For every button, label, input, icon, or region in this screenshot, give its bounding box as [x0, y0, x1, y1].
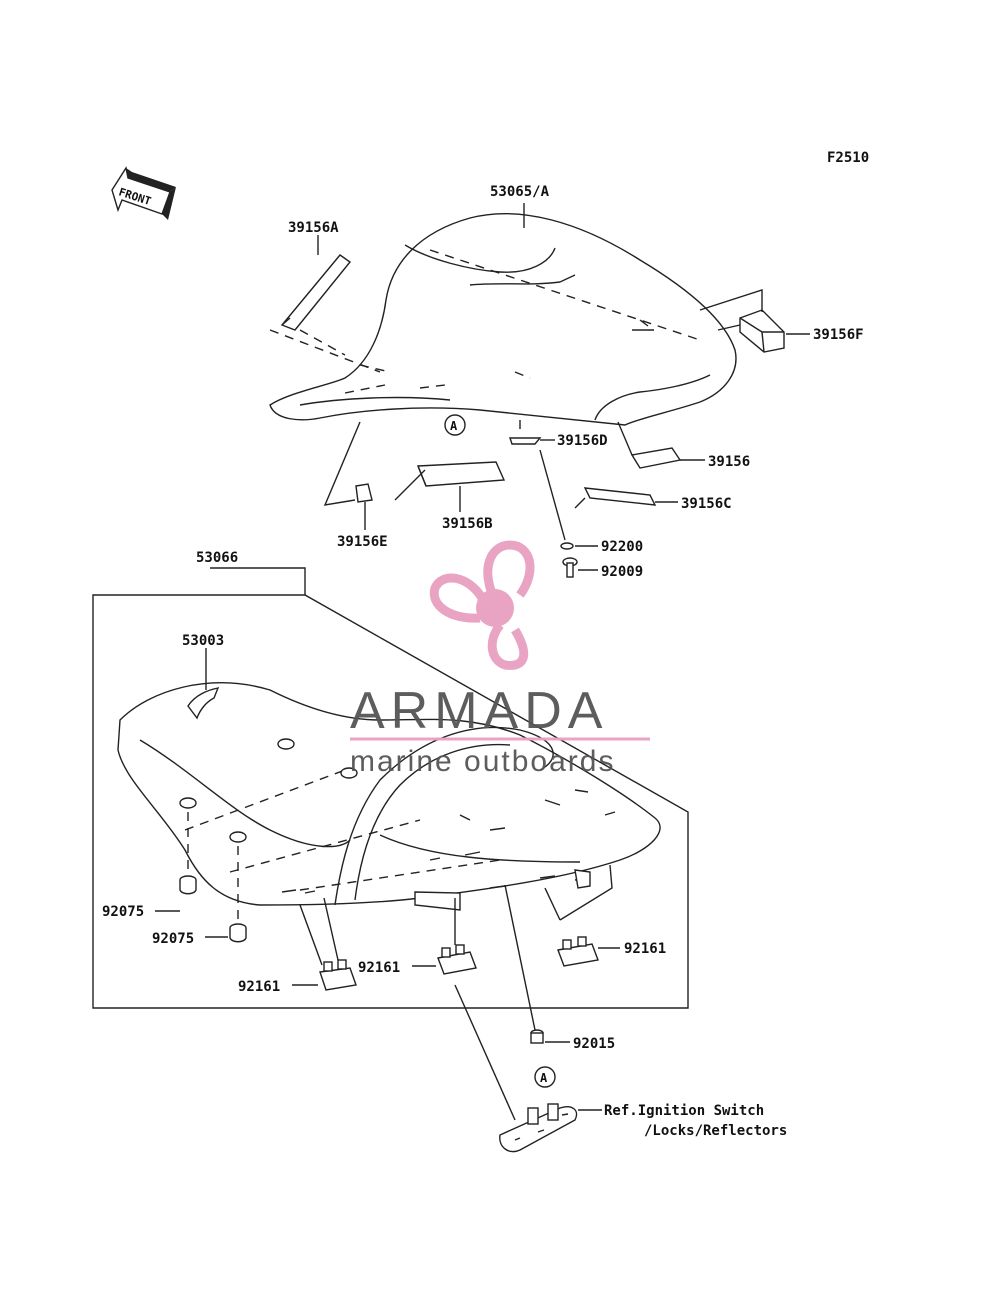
label-ref-ignition-1: Ref.Ignition Switch — [604, 1103, 764, 1119]
label-53066: 53066 — [196, 550, 238, 566]
label-92009: 92009 — [601, 564, 643, 580]
guide-39156c — [574, 497, 586, 509]
label-92161-1: 92161 — [238, 979, 280, 995]
label-39156b: 39156B — [442, 516, 493, 532]
guide-bolt — [539, 449, 566, 541]
pad-39156e — [355, 483, 373, 503]
label-92015: 92015 — [573, 1036, 615, 1052]
pad-39156a — [280, 254, 352, 331]
label-39156: 39156 — [708, 454, 750, 470]
guide-39156a — [269, 329, 381, 373]
leader-53066 — [210, 567, 306, 595]
guide-39156 — [617, 421, 633, 456]
svg-text:A: A — [450, 419, 458, 433]
pad-39156 — [630, 447, 682, 469]
damper-92075-2 — [229, 923, 247, 943]
label-ref-ignition-2: /Locks/Reflectors — [644, 1123, 787, 1139]
ignition-lock-bracket — [499, 1103, 578, 1153]
label-53003: 53003 — [182, 633, 224, 649]
pad-39156f — [739, 309, 785, 353]
guide-39156f — [699, 289, 763, 331]
washer-92200 — [560, 542, 574, 550]
watermark-tagline: marine outboards — [350, 745, 615, 778]
seat-cowl — [269, 212, 737, 426]
guide-39156b — [323, 421, 426, 506]
label-92161-3: 92161 — [624, 941, 666, 957]
pad-39156b — [416, 461, 506, 487]
stopper-92161-3 — [557, 936, 599, 967]
front-arrow-icon: FRONT — [111, 166, 176, 220]
stopper-92161-2 — [437, 944, 477, 975]
pad-39156c — [583, 487, 657, 506]
label-39156c: 39156C — [681, 496, 732, 512]
label-92161-2: 92161 — [358, 960, 400, 976]
svg-text:A: A — [540, 1071, 548, 1085]
ref-marker-upper: A — [444, 414, 466, 436]
guide-stoppers — [299, 864, 613, 966]
propeller-icon — [429, 540, 535, 670]
label-92075-2: 92075 — [152, 931, 194, 947]
bolt-92009 — [562, 557, 578, 578]
label-92200: 92200 — [601, 539, 643, 555]
label-53065-a: 53065/A — [490, 184, 550, 200]
guide-lock — [454, 984, 516, 1121]
armada-logo: ARMADA marine outboards — [350, 540, 650, 778]
label-39156a: 39156A — [288, 220, 339, 236]
label-92075-1: 92075 — [102, 904, 144, 920]
figure-code: F2510 — [827, 150, 869, 166]
ref-marker-lower: A — [534, 1066, 556, 1088]
guide-collar — [504, 884, 536, 1031]
damper-92075-1 — [179, 875, 197, 895]
pad-39156d — [509, 437, 542, 445]
watermark-brand: ARMADA — [350, 682, 608, 740]
seat-assembly-frame — [92, 594, 689, 1009]
collar-92015 — [530, 1029, 544, 1044]
label-39156f: 39156F — [813, 327, 864, 343]
stopper-92161-1 — [319, 959, 357, 991]
label-39156e: 39156E — [337, 534, 388, 550]
label-39156d: 39156D — [557, 433, 608, 449]
strap-53003 — [187, 687, 220, 720]
